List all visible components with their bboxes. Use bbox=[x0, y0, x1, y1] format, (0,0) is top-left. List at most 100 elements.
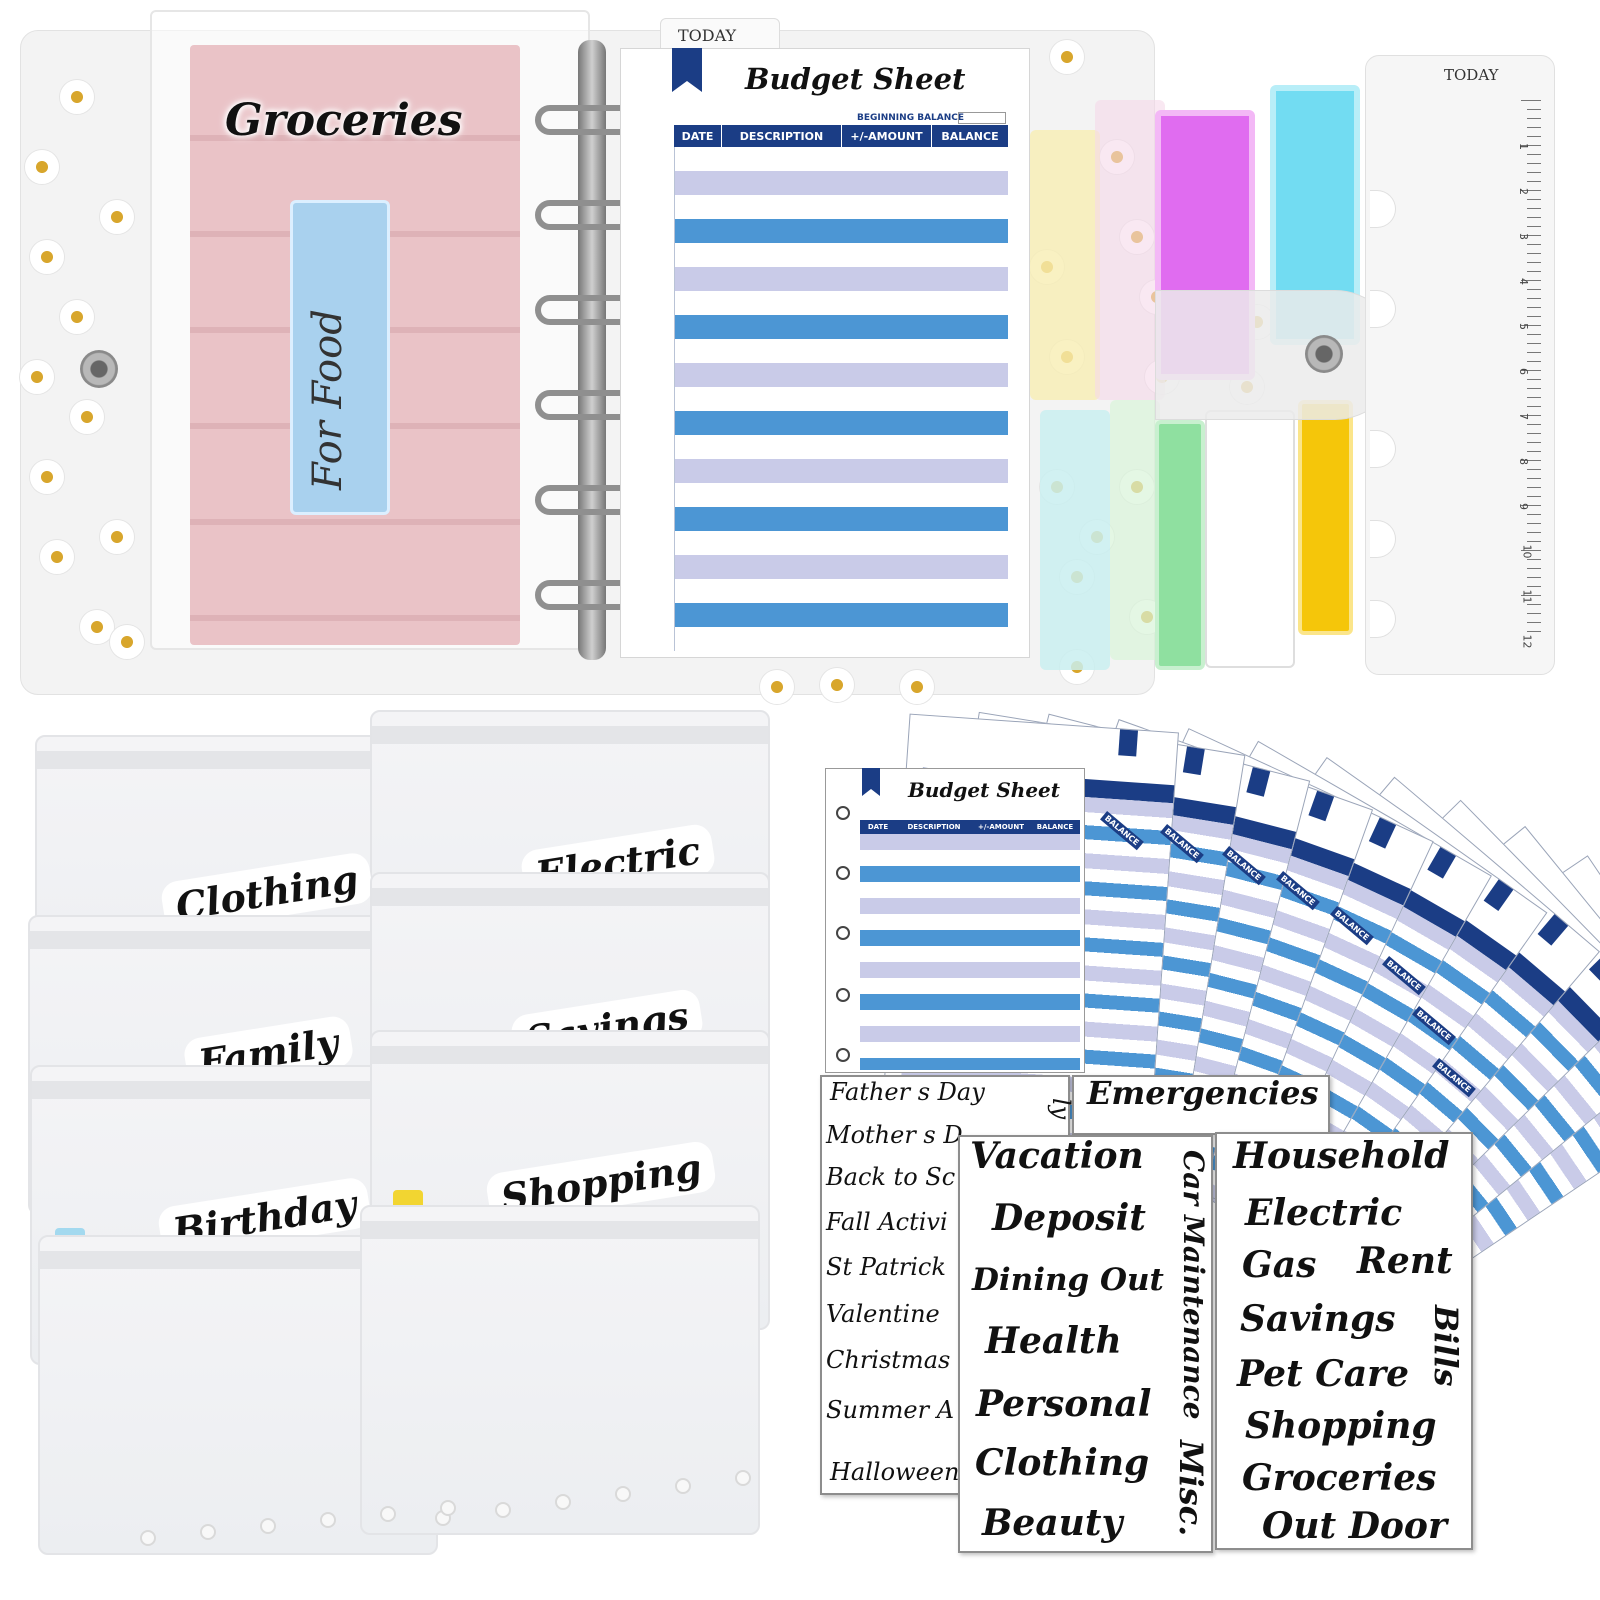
ruler-tick bbox=[1527, 487, 1541, 488]
ruler-tick bbox=[1527, 388, 1541, 389]
pouch-hole bbox=[495, 1502, 511, 1518]
ledger-row bbox=[674, 459, 1008, 483]
pouch-hole bbox=[440, 1500, 456, 1516]
daisy-flower bbox=[60, 80, 94, 114]
ruler-tick bbox=[1527, 289, 1541, 290]
ruler-tick bbox=[1527, 424, 1541, 425]
ruler-tick bbox=[1527, 496, 1541, 497]
ruler-tick bbox=[1527, 271, 1541, 272]
pouch-hole bbox=[735, 1470, 751, 1486]
ruler-tick bbox=[1527, 244, 1541, 245]
daisy-flower bbox=[820, 668, 854, 702]
front-col-description: DESCRIPTION bbox=[907, 823, 961, 831]
ruler-number: 1 bbox=[1517, 143, 1530, 150]
sticker-holiday: St Patrick bbox=[826, 1253, 946, 1281]
ruler-tick bbox=[1527, 136, 1541, 137]
sticker-middle: Deposit bbox=[992, 1197, 1146, 1239]
ledger-row bbox=[674, 219, 1008, 243]
sticker-middle: Health bbox=[985, 1320, 1122, 1362]
sheet-ribbon bbox=[1246, 767, 1271, 797]
zipper bbox=[372, 1046, 768, 1064]
ruler-tick bbox=[1521, 415, 1541, 416]
daisy-flower bbox=[110, 625, 144, 659]
sticker-holiday: Summer A bbox=[826, 1396, 955, 1424]
ruler-tick bbox=[1527, 163, 1541, 164]
ruler-tick bbox=[1527, 586, 1541, 587]
ruler-tick bbox=[1527, 352, 1541, 353]
beginning-balance-box bbox=[958, 112, 1006, 124]
ruler-tick bbox=[1521, 190, 1541, 191]
ledger-row bbox=[674, 147, 1008, 171]
zipper bbox=[362, 1221, 758, 1239]
ledger-row bbox=[674, 579, 1008, 603]
ruler-tick bbox=[1527, 523, 1541, 524]
ledger-row bbox=[674, 483, 1008, 507]
ruler-tick bbox=[1527, 568, 1541, 569]
ruler-tick bbox=[1521, 100, 1541, 101]
ledger-row bbox=[674, 507, 1008, 531]
sticker-holiday: Mother s D bbox=[826, 1121, 963, 1149]
front-sheet-title: Budget Sheet bbox=[908, 778, 1061, 802]
divider-yellow bbox=[1298, 400, 1353, 635]
ledger-table: DATE DESCRIPTION +/-AMOUNT BALANCE bbox=[674, 125, 1008, 651]
tag-text: For Food bbox=[305, 309, 351, 490]
punch-hole bbox=[836, 1048, 850, 1062]
front-sheet-rows bbox=[860, 834, 1080, 1070]
blue-tag bbox=[290, 200, 390, 515]
daisy-flower bbox=[900, 670, 934, 704]
ledger-row bbox=[674, 603, 1008, 627]
ruler-tick bbox=[1527, 613, 1541, 614]
ruler-tick bbox=[1521, 235, 1541, 236]
daisy-flower bbox=[25, 150, 59, 184]
ruler-tick bbox=[1527, 559, 1541, 560]
col-balance: BALANCE bbox=[941, 129, 999, 143]
pouch-hole bbox=[200, 1524, 216, 1540]
ruler-tick bbox=[1521, 460, 1541, 461]
ruler-tick bbox=[1527, 262, 1541, 263]
sticker-right: Household bbox=[1233, 1135, 1450, 1177]
divider-pale-green bbox=[1110, 400, 1160, 660]
today-tab bbox=[660, 18, 780, 52]
sticker-holiday-side: ly bbox=[1047, 1098, 1075, 1120]
ruler-tick bbox=[1527, 208, 1541, 209]
punch-hole bbox=[836, 926, 850, 940]
zipper bbox=[37, 751, 433, 769]
pouch-hole bbox=[380, 1506, 396, 1522]
ruler-tick bbox=[1527, 577, 1541, 578]
ruler-number: 3 bbox=[1517, 233, 1530, 240]
ruler-tick bbox=[1527, 118, 1541, 119]
zipper bbox=[372, 888, 768, 906]
ledger-row bbox=[674, 339, 1008, 363]
sticker-emergencies: Emergencies bbox=[1087, 1074, 1319, 1112]
ledger-row bbox=[674, 627, 1008, 651]
snap-button-left bbox=[80, 350, 118, 388]
ruler-tick bbox=[1521, 325, 1541, 326]
col-description: DESCRIPTION bbox=[722, 125, 842, 147]
ruler-tick bbox=[1527, 541, 1541, 542]
ruler-tick bbox=[1527, 343, 1541, 344]
sticker-right: Rent bbox=[1357, 1240, 1453, 1282]
sticker-middle: Vacation bbox=[970, 1135, 1144, 1177]
daisy-flower bbox=[70, 400, 104, 434]
ruler-tick bbox=[1521, 550, 1541, 551]
ledger-row bbox=[674, 267, 1008, 291]
front-col-date: DATE bbox=[867, 823, 889, 831]
ruler-number: 7 bbox=[1517, 413, 1530, 420]
ruler-tick bbox=[1527, 451, 1541, 452]
sticker-holiday: Christmas bbox=[826, 1346, 951, 1374]
ruler-tick bbox=[1527, 379, 1541, 380]
divider-pale-cyan bbox=[1040, 410, 1110, 670]
ledger-header: DATE DESCRIPTION +/-AMOUNT BALANCE bbox=[674, 125, 1008, 147]
ruler-tick bbox=[1527, 406, 1541, 407]
zipper bbox=[40, 1251, 436, 1269]
ruler-tick bbox=[1527, 253, 1541, 254]
sticker-holiday: Back to Sc bbox=[826, 1163, 956, 1191]
ledger-row bbox=[674, 363, 1008, 387]
daisy-flower bbox=[60, 300, 94, 334]
punch-hole bbox=[836, 988, 850, 1002]
ruler-tick bbox=[1527, 622, 1541, 623]
sticker-right: Shopping bbox=[1245, 1405, 1437, 1447]
front-col-amount: +/-AMOUNT bbox=[978, 823, 1024, 831]
sticker-middle: Clothing bbox=[975, 1442, 1150, 1484]
pouch-hole bbox=[615, 1486, 631, 1502]
